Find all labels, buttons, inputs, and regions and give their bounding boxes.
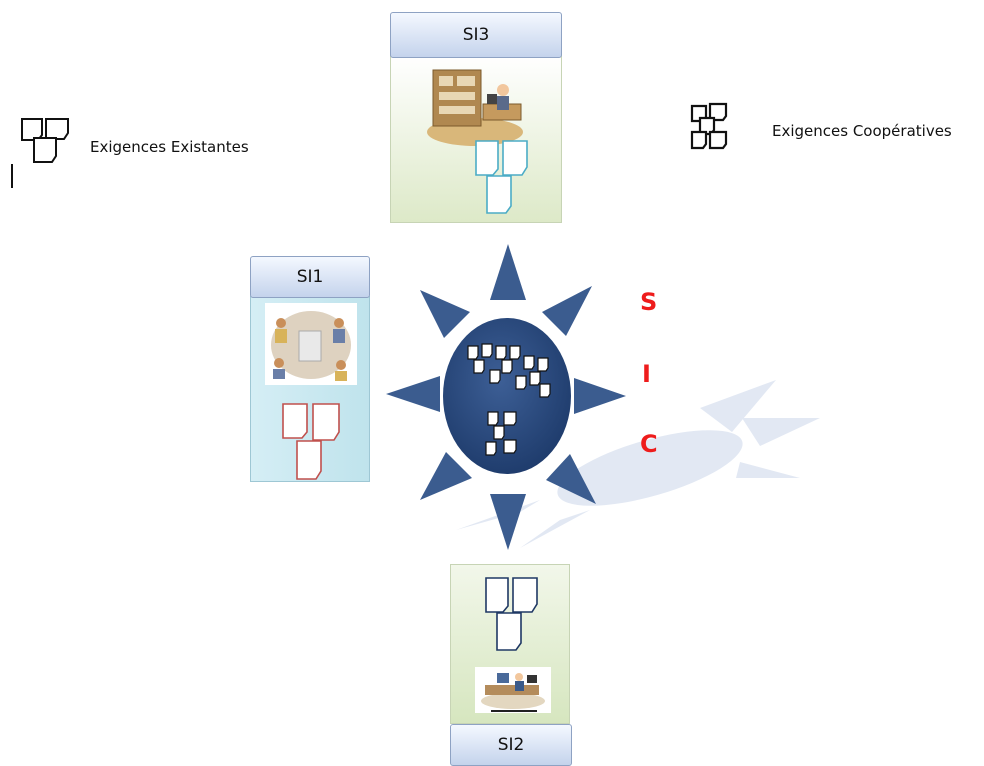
si3-requirements-icon [475, 140, 528, 214]
document-stack-icon [11, 118, 69, 188]
legend-cooperative-label: Exigences Coopératives [772, 122, 952, 140]
arrow-down [490, 494, 526, 550]
document-cluster-icon [690, 102, 728, 150]
sic-letter-c: C [640, 430, 658, 458]
si3-label: SI3 [462, 25, 490, 45]
sic-letter-i: I [642, 360, 651, 388]
arrow-down-right [546, 454, 596, 504]
legend-cooperative [688, 102, 736, 158]
si1-header: SI1 [250, 256, 370, 298]
si1-label: SI1 [296, 267, 324, 287]
arrow-down-left [420, 452, 472, 500]
si2-panel [450, 564, 570, 724]
hub-arrows [386, 244, 626, 550]
si2-label: SI2 [497, 735, 525, 755]
arrow-right [574, 378, 626, 414]
arrow-up-left [420, 290, 470, 338]
desk-worker-illustration [475, 667, 551, 713]
legend-existing-label: Exigences Existantes [90, 138, 249, 156]
si3-panel [390, 55, 562, 223]
si3-header: SI3 [390, 12, 562, 58]
si1-requirements-icon [282, 403, 340, 480]
legend-existing [8, 114, 78, 190]
arrow-left [386, 376, 440, 412]
si2-requirements-icon [485, 577, 538, 651]
arrow-up [490, 244, 526, 300]
sic-letter-s: S [640, 288, 658, 316]
office-worker-illustration [427, 69, 523, 146]
si1-panel [250, 296, 370, 482]
meeting-illustration [265, 303, 357, 385]
hub-document-cluster [467, 343, 551, 456]
arrow-up-right [542, 286, 592, 336]
